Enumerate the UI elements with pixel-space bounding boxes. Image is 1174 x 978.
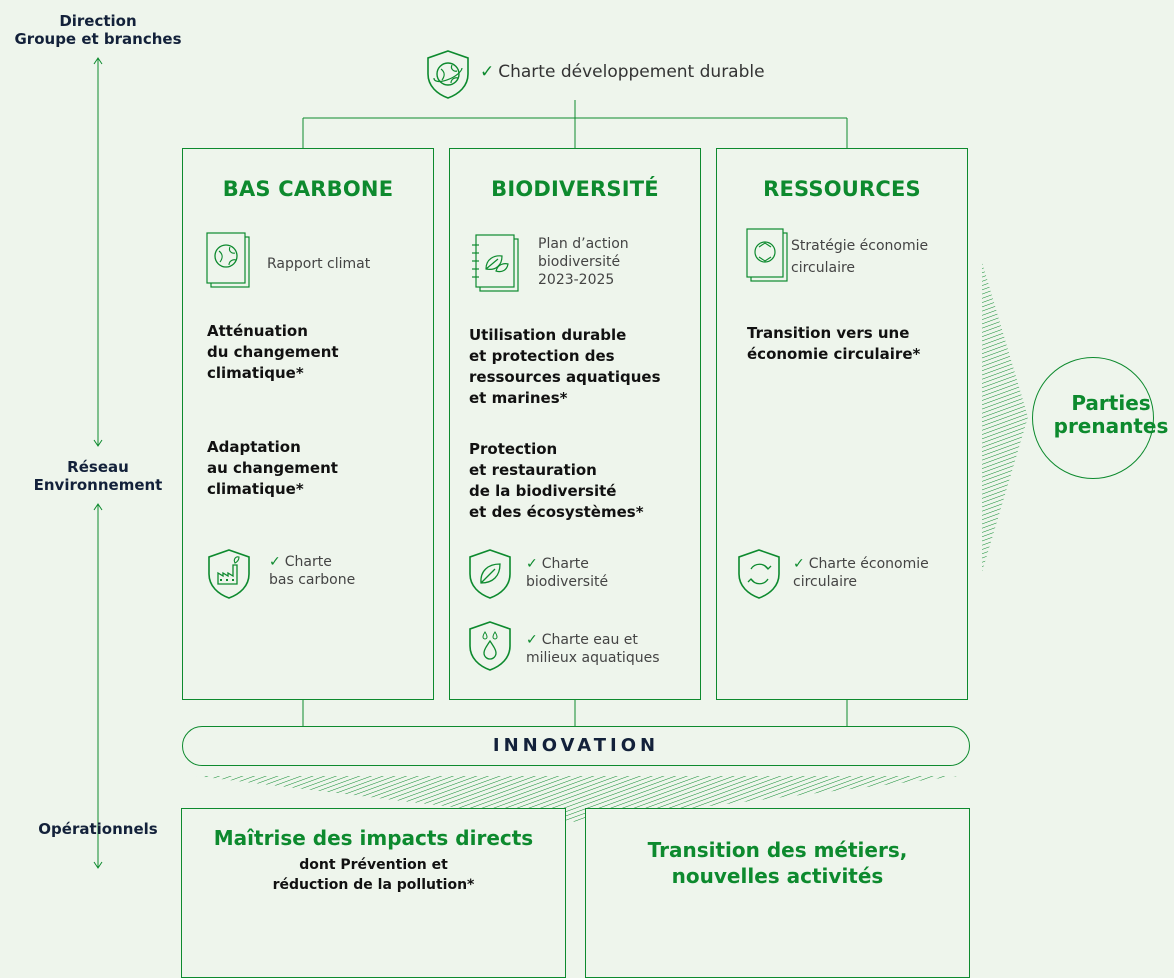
- top-charter-label: Charte développement durable: [498, 62, 765, 82]
- factory-shield-icon: [208, 549, 250, 599]
- check-icon: ✓: [480, 62, 495, 82]
- tree-connector: [302, 100, 848, 726]
- charter-label: ✓Charte économie circulaire: [793, 556, 929, 590]
- label-operationnels: Opérationnels: [38, 820, 158, 838]
- bottom-title: Transition des métiers, nouvelles activi…: [647, 838, 908, 888]
- column-title: RESSOURCES: [763, 177, 921, 201]
- bottom-subtitle: dont Prévention et réduction de la pollu…: [272, 857, 475, 893]
- bottom-box-impacts: Maîtrise des impacts directs dont Préven…: [181, 808, 566, 978]
- cycle-shield-icon: [738, 549, 780, 599]
- globe-document-icon: [206, 232, 250, 288]
- column-ressources: RESSOURCES Stratégie économie circulaire…: [716, 148, 968, 700]
- axis-arrow-top: [93, 57, 103, 447]
- column-biodiversite: BIODIVERSITÉ Plan d’action biodiversité …: [449, 148, 701, 700]
- column-title: BIODIVERSITÉ: [491, 177, 659, 201]
- label-reseau-environnement: Réseau Environnement: [33, 458, 163, 494]
- check-icon: ✓: [793, 556, 805, 572]
- column-title: BAS CARBONE: [222, 177, 394, 201]
- charter-label: ✓Charte biodiversité: [526, 556, 609, 590]
- label-direction-groupe: Direction Groupe et branches: [14, 12, 182, 48]
- globe-shield-icon: [427, 50, 469, 99]
- leaf-notebook-icon: [472, 234, 519, 292]
- bottom-box-transition: Transition des métiers, nouvelles activi…: [585, 808, 970, 978]
- objective-item: Utilisation durable et protection des re…: [469, 326, 661, 407]
- document-label: Plan d’action biodiversité 2023-2025: [538, 236, 629, 288]
- hatched-arrow-right: [982, 262, 1028, 572]
- hatched-arrow-down: [196, 776, 958, 822]
- stakeholders-label: Parties prenantes: [1053, 391, 1169, 438]
- objective-item: Atténuation du changement climatique*: [207, 322, 339, 382]
- innovation-banner: INNOVATION: [182, 726, 970, 766]
- leaf-shield-icon: [469, 549, 511, 599]
- charter-label: ✓Charte bas carbone: [269, 554, 356, 588]
- document-label: Stratégie économie circulaire: [791, 238, 929, 276]
- check-icon: ✓: [526, 632, 538, 648]
- document-label: Rapport climat: [267, 256, 371, 272]
- water-shield-icon: [469, 621, 511, 671]
- objective-item: Adaptation au changement climatique*: [207, 438, 338, 498]
- recycle-document-icon: [746, 228, 788, 282]
- charter-label: ✓Charte eau et milieux aquatiques: [526, 632, 660, 666]
- objective-item: Protection et restauration de la biodive…: [469, 440, 644, 521]
- check-icon: ✓: [526, 556, 538, 572]
- axis-arrow-bottom: [93, 503, 103, 869]
- column-bas-carbone: BAS CARBONE Rapport climat Atténuation d…: [182, 148, 434, 700]
- objective-item: Transition vers une économie circulaire*: [747, 324, 921, 363]
- bottom-title: Maîtrise des impacts directs: [213, 826, 534, 850]
- stakeholders-circle: [1032, 357, 1154, 479]
- check-icon: ✓: [269, 554, 281, 570]
